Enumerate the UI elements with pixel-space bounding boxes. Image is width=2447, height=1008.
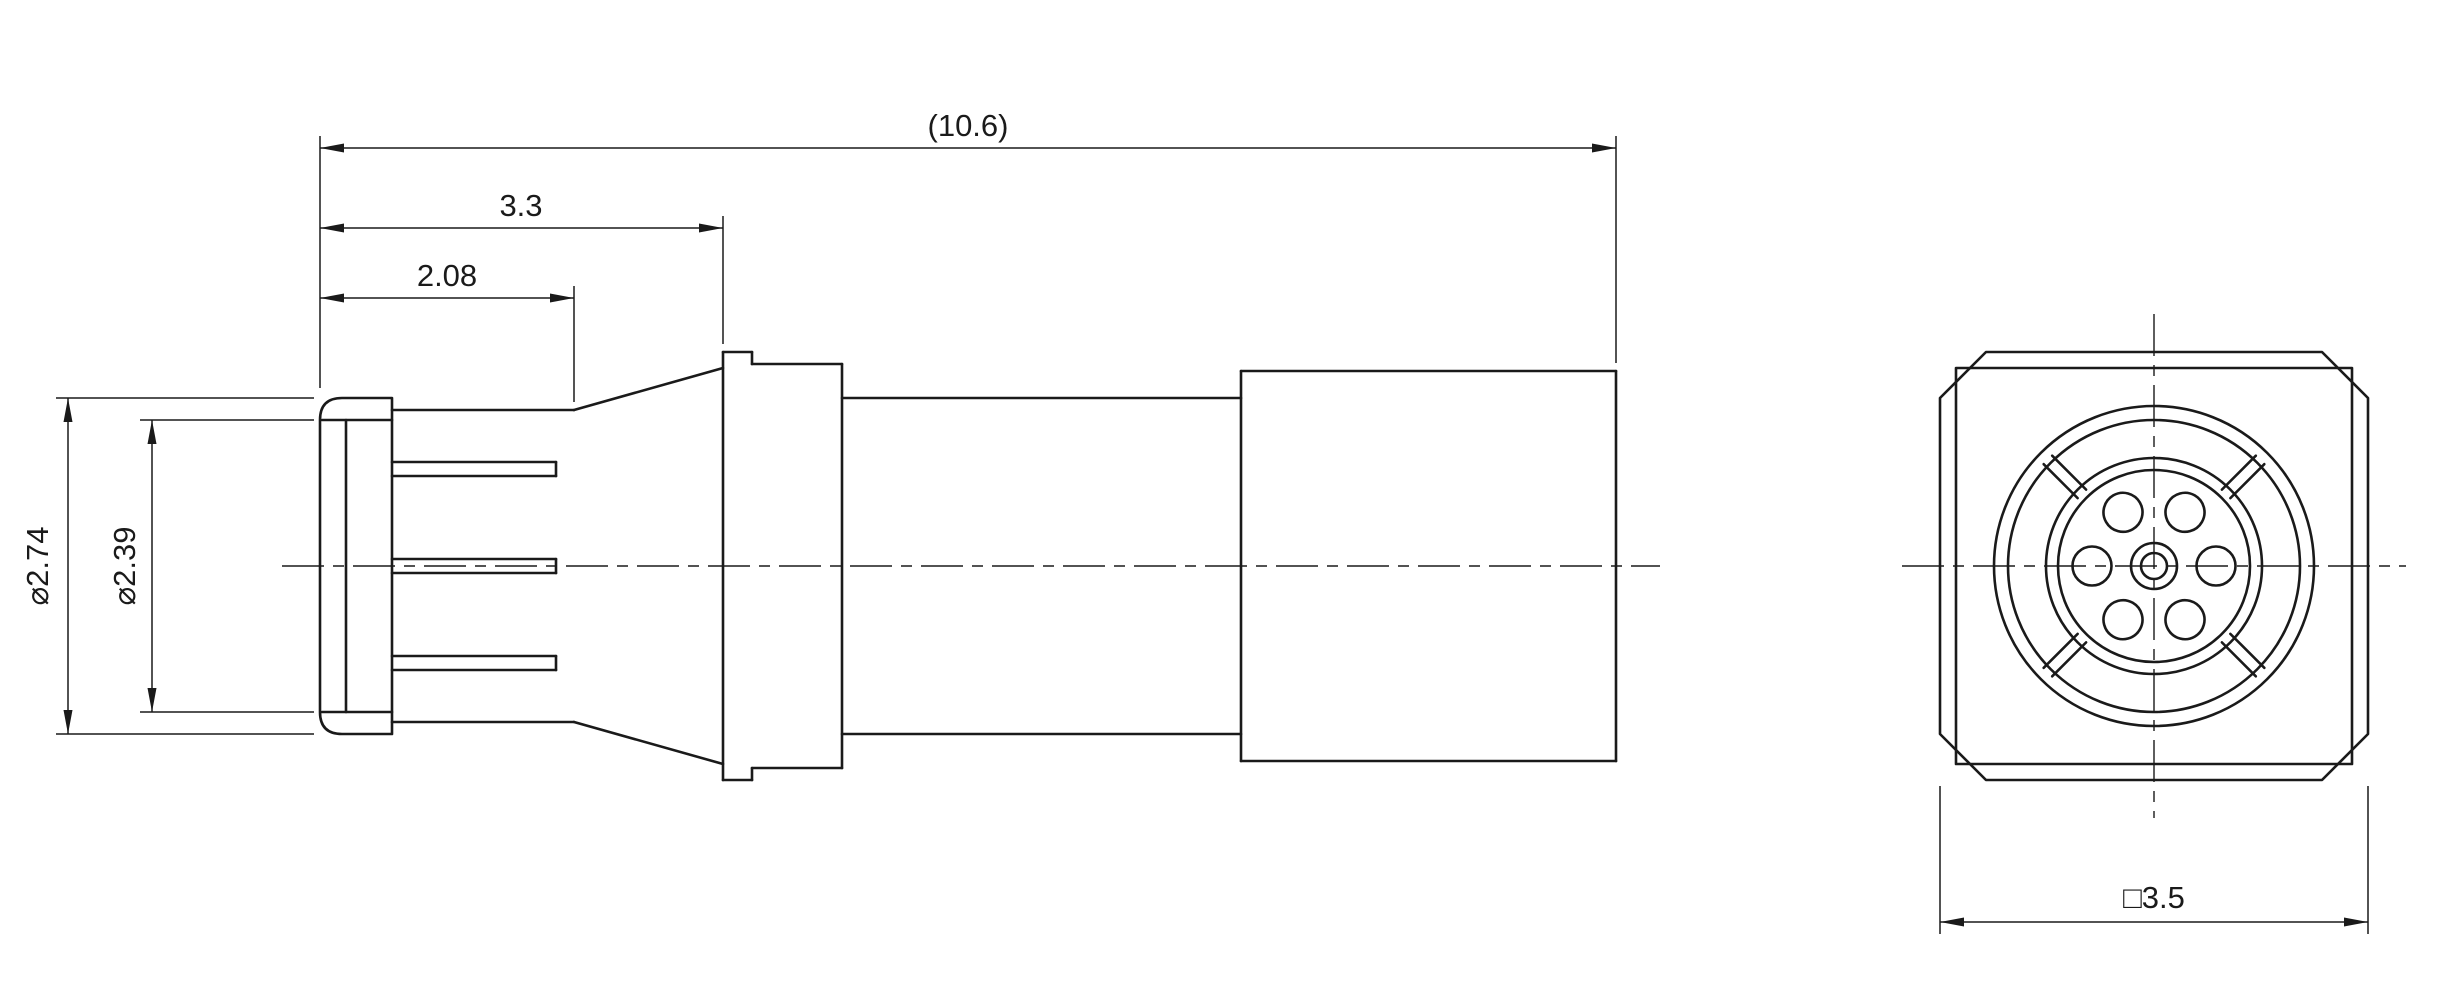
taper-bottom	[572, 720, 725, 766]
spring-fingers	[390, 460, 558, 672]
side-view-dimension-lines	[63, 143, 1616, 734]
taper-top	[572, 366, 725, 412]
side-view: (10.6) 3.3 2.08 ⌀2.74 ⌀2.39	[20, 108, 1660, 782]
dim-label-flange-square: □3.5	[2123, 880, 2185, 915]
flange-and-nut	[721, 350, 844, 782]
front-view-outline	[1938, 350, 2370, 782]
side-view-extension-lines	[56, 136, 1617, 735]
front-view: □3.5	[1902, 314, 2406, 934]
dim-label-overall-length: (10.6)	[928, 108, 1009, 143]
dim-label-inner-diameter: ⌀2.39	[107, 527, 142, 606]
insulator-holes	[2071, 491, 2237, 641]
dim-label-outer-diameter: ⌀2.74	[20, 527, 55, 606]
shell-step-circle	[2006, 418, 2302, 714]
center-contact-inner	[2139, 551, 2169, 581]
shell-slots	[2042, 454, 2266, 678]
flange-inner-square	[1954, 366, 2354, 766]
side-view-outline	[318, 350, 1618, 782]
front-bullet	[318, 396, 394, 736]
center-contact-outer	[2129, 541, 2179, 591]
dim-label-front-section: 2.08	[417, 258, 477, 293]
insulator-circle	[2056, 468, 2252, 664]
shell-inner-circle	[2044, 456, 2264, 676]
front-view-extension-lines	[1939, 786, 2369, 934]
shell-outer-circle	[1992, 404, 2316, 728]
rear-sleeve	[1239, 369, 1618, 763]
dim-label-front-to-flange: 3.3	[499, 188, 542, 223]
